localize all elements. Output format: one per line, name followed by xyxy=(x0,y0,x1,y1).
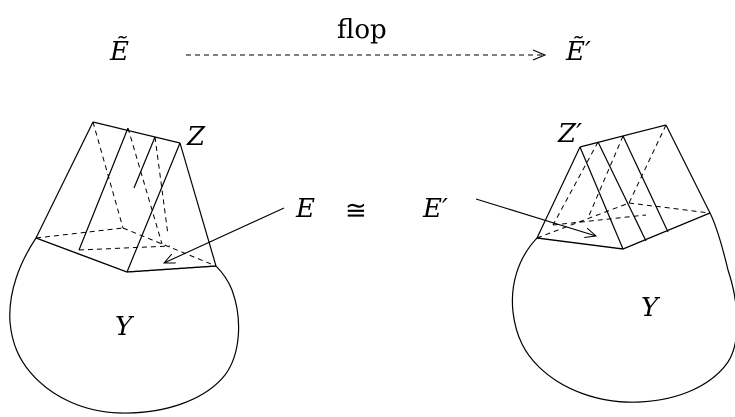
e-tilde-prime-label: Ẽ′ xyxy=(565,35,591,67)
e-prime-label: E′ xyxy=(422,194,448,224)
left-prism-edge xyxy=(92,121,181,144)
right-prism-edge xyxy=(622,212,711,250)
right-figure: Z′ Y xyxy=(511,119,735,403)
right-hidden-edge xyxy=(552,214,647,226)
left-hidden-edge xyxy=(127,127,163,245)
left-hidden-edge xyxy=(78,245,171,251)
flop-arrow-head xyxy=(532,49,547,61)
right-prism-edge xyxy=(665,124,711,214)
right-hidden-edge xyxy=(536,202,630,239)
left-hidden-edge xyxy=(122,227,217,267)
left-prism-edge xyxy=(126,142,181,273)
right-prism-edge xyxy=(536,146,581,239)
left-prism-edge xyxy=(35,121,94,239)
right-prism-edge xyxy=(536,237,624,250)
isomorphism-symbol: ≅ xyxy=(345,196,367,226)
left-prism-edge xyxy=(35,237,128,273)
right-hidden-edge xyxy=(628,124,667,204)
left-hidden-edge xyxy=(35,227,124,239)
left-y-blob xyxy=(9,237,240,414)
left-y-label: Y xyxy=(115,312,135,342)
left-figure: Z Y xyxy=(9,121,240,414)
flop-label: flop xyxy=(337,15,387,45)
left-prism-fiber xyxy=(78,127,129,251)
left-prism-edge xyxy=(126,265,217,273)
e-label: E xyxy=(295,194,315,224)
right-hidden-edge xyxy=(628,202,711,214)
left-prism-fiber xyxy=(133,136,156,189)
right-hidden-edge xyxy=(587,135,624,219)
arrow-e-to-left xyxy=(164,207,285,263)
arrow-e-prime-to-right xyxy=(475,198,596,236)
left-z-label: Z xyxy=(186,122,206,152)
e-tilde-label: Ẽ xyxy=(109,35,129,67)
right-y-label: Y xyxy=(641,293,661,323)
right-y-blob xyxy=(511,212,735,403)
right-prism-edge xyxy=(579,146,624,250)
right-prism-fiber xyxy=(597,141,647,242)
left-hidden-edge xyxy=(154,136,169,236)
left-hidden-edge xyxy=(92,121,124,229)
right-z-label: Z′ xyxy=(557,119,582,149)
right-prism-fiber xyxy=(622,135,669,233)
left-prism-edge xyxy=(179,142,217,267)
right-hidden-edge xyxy=(552,141,599,226)
